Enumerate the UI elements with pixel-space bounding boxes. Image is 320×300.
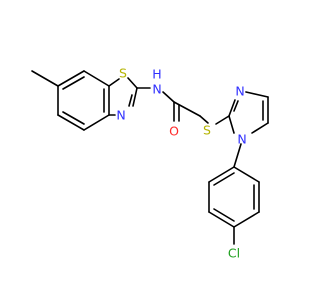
atom-label-oxygen-carbonyl: O <box>169 124 179 139</box>
atom-label-chlorine: Cl <box>228 246 240 261</box>
bond <box>127 77 138 89</box>
atom-label-hydrogen-amide: H <box>152 67 161 82</box>
atom-label-nitrogen-amide: N <box>152 82 161 97</box>
bond <box>132 87 138 107</box>
bonds <box>31 70 269 245</box>
bond <box>162 91 175 103</box>
bond <box>233 166 260 183</box>
atom-label-nitrogen-benzothiazole: N <box>116 108 125 123</box>
bond <box>199 115 209 124</box>
atom-label-nitrogen-imidazole-1: N <box>237 132 246 147</box>
bond <box>208 166 235 183</box>
bond <box>128 94 133 107</box>
bond <box>208 211 235 228</box>
atom-label-nitrogen-imidazole-3: N <box>235 84 244 99</box>
bond <box>228 115 235 134</box>
bond <box>228 99 236 117</box>
bond <box>251 122 269 134</box>
bond <box>83 70 110 87</box>
bond <box>213 172 235 186</box>
bond <box>215 115 230 125</box>
bond <box>233 211 260 228</box>
atom-labels: S N N H O S N N Cl <box>116 66 246 261</box>
bond <box>57 114 85 131</box>
bond <box>108 78 120 87</box>
bond <box>62 76 85 90</box>
atom-label-sulfur-benzothiazole: S <box>119 66 127 81</box>
bond <box>83 114 110 131</box>
bond <box>245 91 269 98</box>
atom-label-sulfur-thioether: S <box>203 123 211 138</box>
bond <box>173 101 201 117</box>
bond <box>233 143 242 168</box>
bond <box>62 111 85 125</box>
bond <box>213 208 235 222</box>
molecule-structure: S N N H O S N N Cl <box>31 66 269 261</box>
bond <box>57 70 85 87</box>
bond <box>233 100 239 112</box>
bond <box>31 70 59 87</box>
